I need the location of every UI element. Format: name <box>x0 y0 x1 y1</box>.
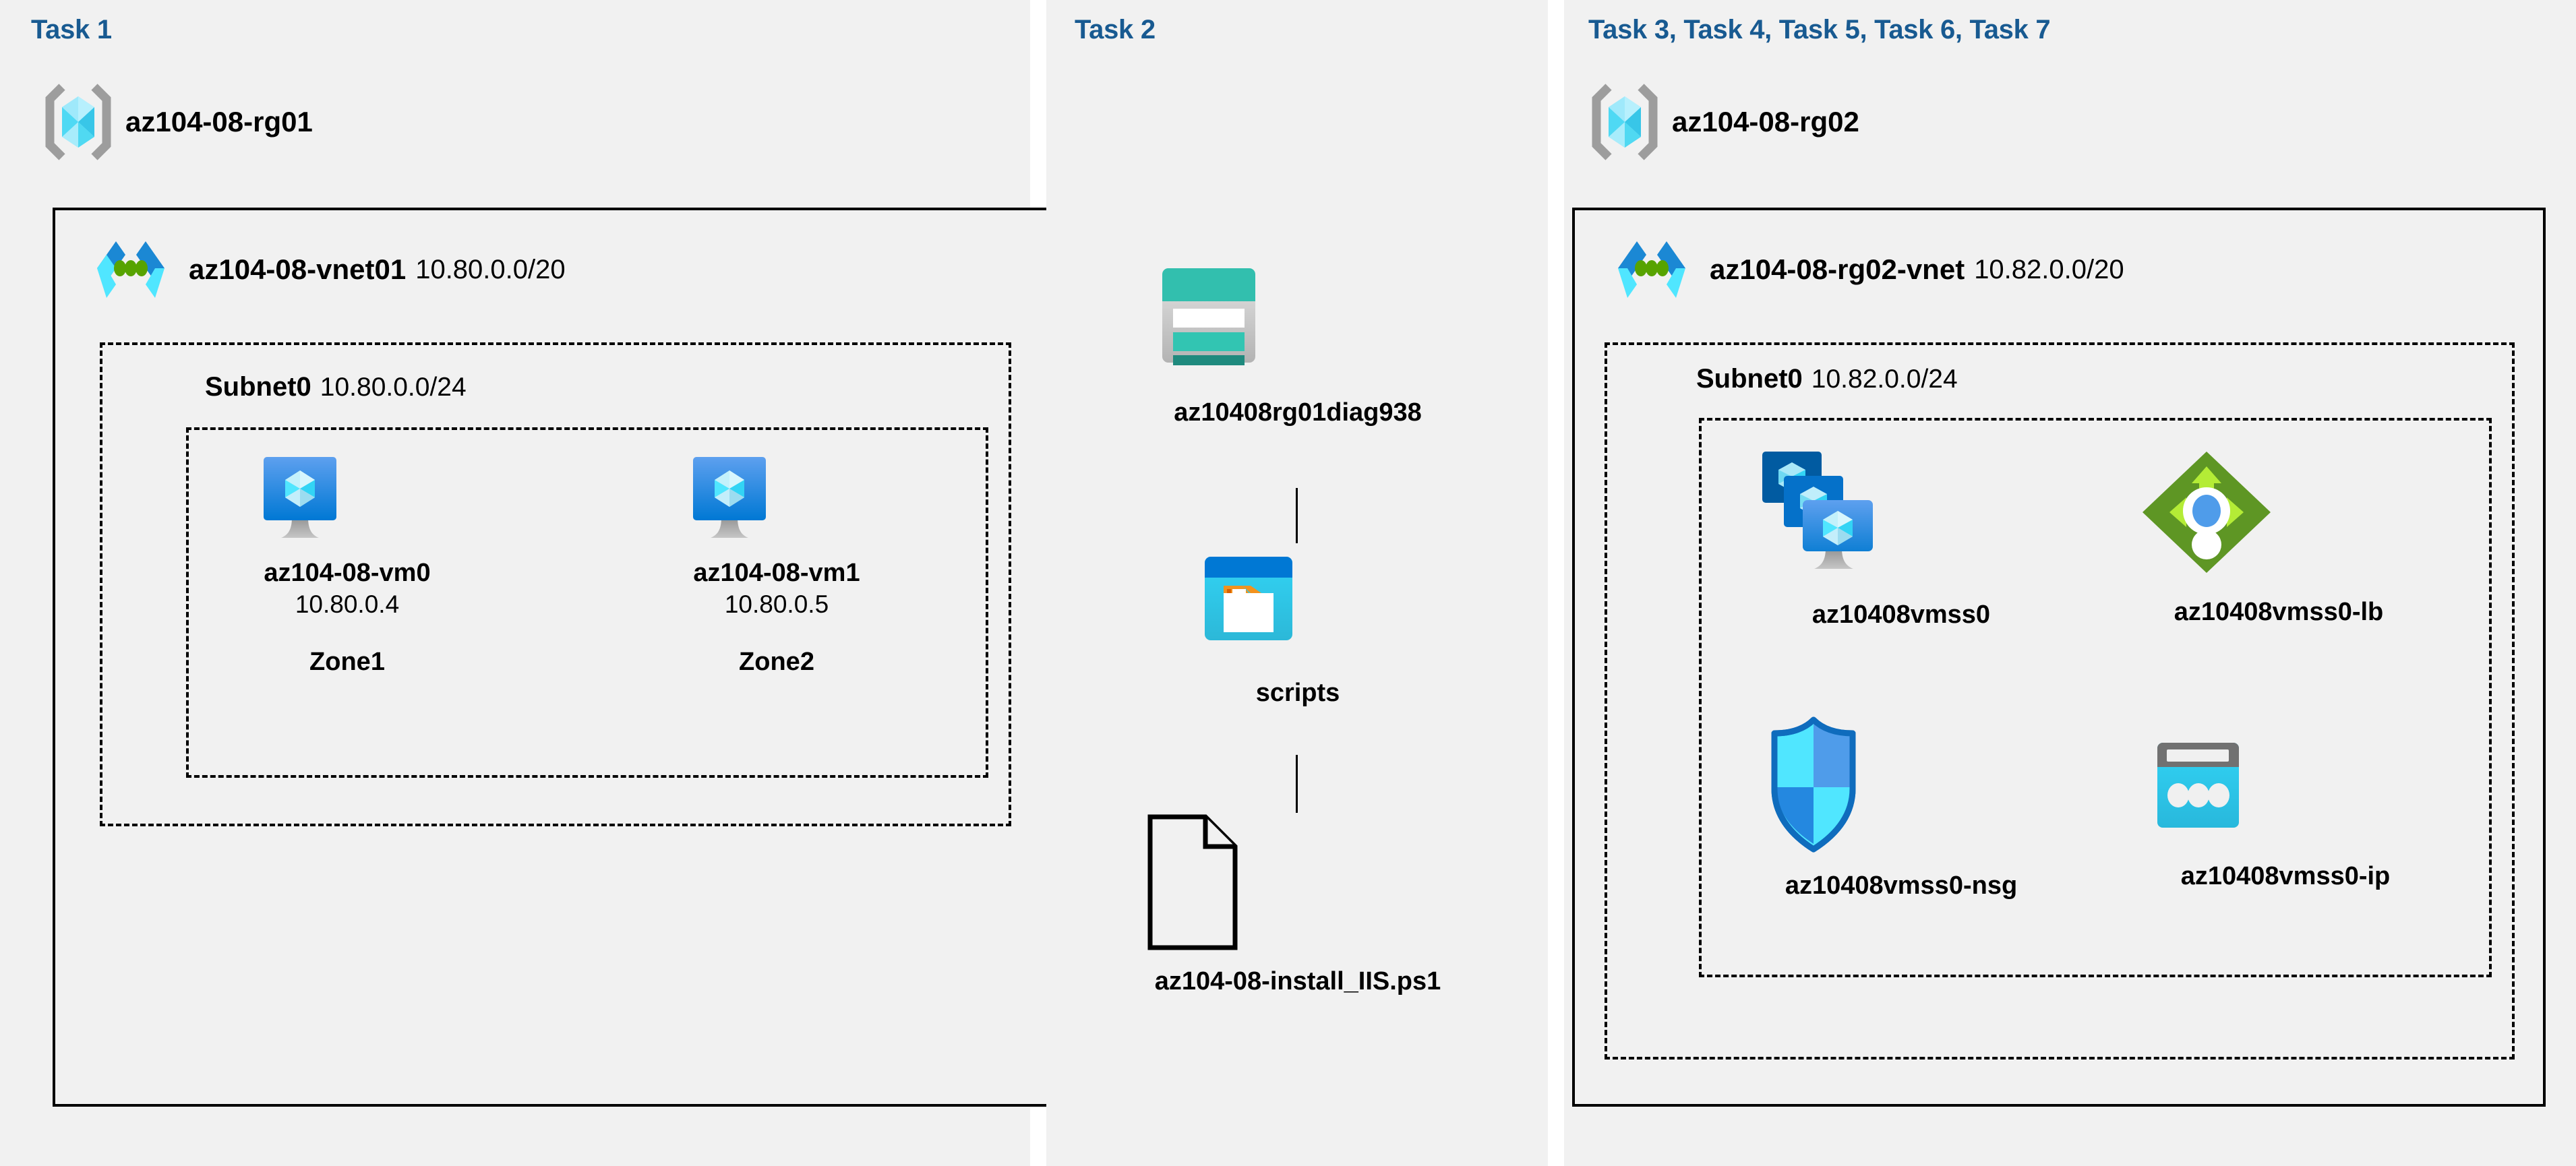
virtual-machine-icon <box>253 453 442 549</box>
task1-subnet-header: Subnet0 10.80.0.0/24 <box>205 372 467 402</box>
task3to7-vnet-name: az104-08-rg02-vnet <box>1710 253 1965 285</box>
task1-vnet-header: az104-08-vnet01 10.80.0.0/20 <box>90 237 566 302</box>
storage-account-icon <box>1146 256 1449 375</box>
task1-vm-0-ip: 10.80.0.4 <box>295 590 400 618</box>
task1-vm-1-name: az104-08-vm1 <box>693 559 860 587</box>
task3to7-subnet-name: Subnet0 <box>1696 364 1803 394</box>
task3to7-public-ip: az10408vmss0-ip <box>2144 728 2427 892</box>
task1-vnet-name: az104-08-vnet01 <box>189 253 407 285</box>
network-security-group-icon <box>1760 716 2043 853</box>
task1-vm-1-zone: Zone2 <box>739 647 814 676</box>
task1-vm-0-zone: Zone1 <box>309 647 385 676</box>
task2-script-file: az104-08-install_IIS.ps1 <box>1146 813 1449 997</box>
task1-vm-0: az104-08-vm0 10.80.0.4 Zone1 <box>253 453 442 677</box>
load-balancer-icon <box>2137 446 2420 578</box>
task1-subnet-box <box>100 342 1011 826</box>
task2-storage-account-name: az10408rg01diag938 <box>1174 398 1422 427</box>
task3to7-load-balancer: az10408vmss0-lb <box>2137 446 2420 627</box>
task2-title: Task 2 <box>1075 15 1156 44</box>
virtual-network-icon <box>90 237 171 302</box>
vm-scale-set-icon <box>1760 446 2043 581</box>
task1-subnet-name: Subnet0 <box>205 372 311 402</box>
task3to7-vmss: az10408vmss0 <box>1760 446 2043 630</box>
task3to7-nsg: az10408vmss0-nsg <box>1760 716 2043 901</box>
task3to7-load-balancer-name: az10408vmss0-lb <box>2174 598 2384 626</box>
task2-blob-container-name: scripts <box>1255 679 1340 707</box>
task1-title: Task 1 <box>31 15 112 44</box>
virtual-network-icon <box>1611 237 1692 302</box>
resource-group-icon <box>1592 84 1658 160</box>
virtual-machine-icon <box>682 453 871 549</box>
task3to7-subnet-header: Subnet0 10.82.0.0/24 <box>1696 364 1958 394</box>
task3to7-subnet-box <box>1605 342 2515 1060</box>
task1-resource-group-label: az104-08-rg01 <box>125 106 313 137</box>
file-document-icon <box>1146 813 1449 952</box>
resource-group-icon <box>45 84 111 160</box>
task2-connector-container-to-file <box>1296 755 1298 813</box>
task2-script-file-name: az104-08-install_IIS.ps1 <box>1154 967 1441 995</box>
task3to7-nsg-name: az10408vmss0-nsg <box>1785 871 2018 900</box>
task1-vm-1: az104-08-vm1 10.80.0.5 Zone2 <box>682 453 871 677</box>
task1-vm-group-box <box>186 427 988 778</box>
task3to7-title: Task 3, Task 4, Task 5, Task 6, Task 7 <box>1588 15 2051 44</box>
task3to7-vnet-cidr: 10.82.0.0/20 <box>1974 254 2124 284</box>
task1-resource-group: az104-08-rg01 <box>45 84 313 160</box>
task1-subnet-cidr: 10.80.0.0/24 <box>320 373 467 402</box>
task1-vm-0-name: az104-08-vm0 <box>264 559 431 587</box>
blob-container-icon <box>1187 543 1409 662</box>
task3to7-vmss-name: az10408vmss0 <box>1811 601 1991 629</box>
task3to7-vnet-header: az104-08-rg02-vnet 10.82.0.0/20 <box>1611 237 2124 302</box>
task3to7-resource-group-box <box>1699 418 2492 977</box>
task3to7-subnet-cidr: 10.82.0.0/24 <box>1811 365 1958 394</box>
public-ip-address-icon <box>2144 728 2427 847</box>
task2-blob-container: scripts <box>1187 543 1409 708</box>
task3to7-public-ip-name: az10408vmss0-ip <box>2180 862 2391 890</box>
task2-storage-account: az10408rg01diag938 <box>1146 256 1449 428</box>
task3to7-resource-group: az104-08-rg02 <box>1592 84 1859 160</box>
task2-panel <box>1046 0 1548 1166</box>
task1-vnet-cidr: 10.80.0.0/20 <box>415 254 566 284</box>
task1-vm-1-ip: 10.80.0.5 <box>724 590 829 618</box>
task3to7-vnet-box <box>1572 208 2546 1107</box>
task2-connector-storage-to-container <box>1296 488 1298 543</box>
task3to7-resource-group-label: az104-08-rg02 <box>1672 106 1859 137</box>
